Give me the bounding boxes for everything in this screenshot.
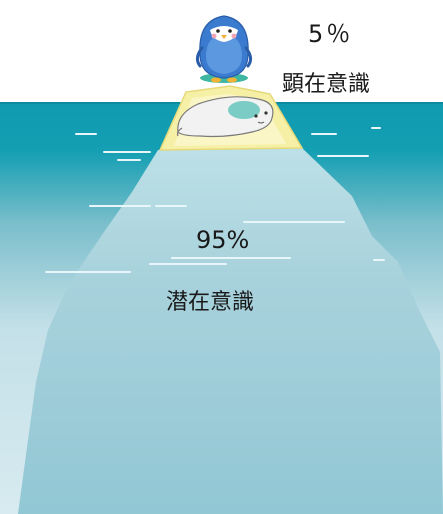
iceberg-underwater [18, 146, 443, 514]
seal-icon [176, 96, 274, 138]
water-highlights [45, 127, 385, 273]
subconscious-percent: 95% [196, 226, 250, 254]
conscious-percent: 5％ [308, 20, 354, 48]
conscious-label: 顕在意識 [282, 72, 371, 97]
penguin-icon [195, 15, 253, 83]
subconscious-label: 潜在意識 [166, 290, 255, 315]
